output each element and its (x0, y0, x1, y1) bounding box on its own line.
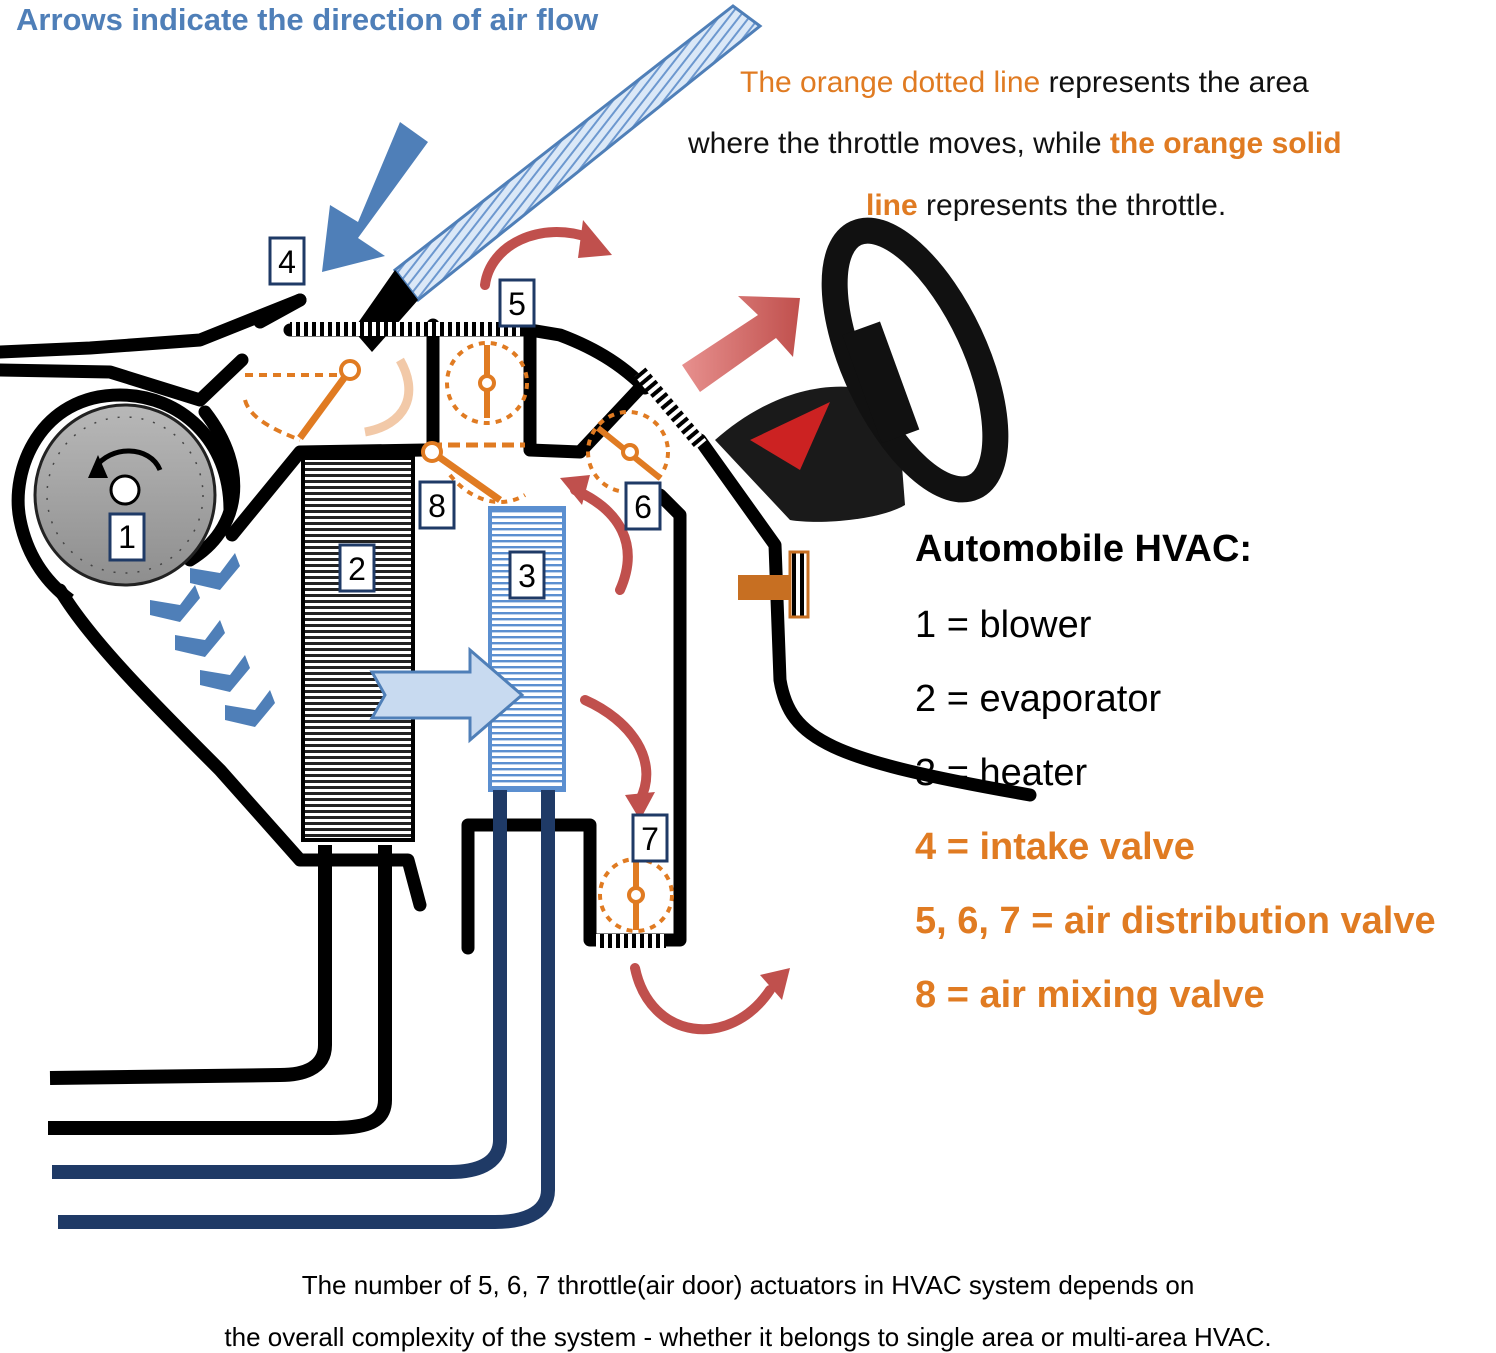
blower (33, 403, 217, 587)
grille-6 (634, 367, 707, 450)
note-line-1: The orange dotted line represents the ar… (740, 66, 1309, 100)
label-box-2: 2 (338, 543, 376, 593)
note-line-3: line represents the throttle. (866, 189, 1226, 223)
grille-floor (596, 934, 666, 948)
label-box-4: 4 (268, 236, 306, 286)
blower-airflow-chevrons (150, 553, 275, 727)
svg-text:8: 8 (428, 488, 446, 524)
pedal-bracket (738, 550, 810, 619)
svg-text:1: 1 (118, 519, 136, 555)
valve-8-throttle (421, 441, 527, 505)
label-box-7: 7 (631, 813, 669, 863)
hvac-housing (0, 293, 1037, 955)
legend-item-evaporator: 2 = evaporator (915, 678, 1162, 720)
svg-text:2: 2 (348, 551, 366, 587)
grille-top (290, 322, 522, 336)
steering-wheel (715, 217, 1009, 522)
legend-title: Automobile HVAC: (915, 528, 1253, 570)
label-box-6: 6 (624, 481, 662, 531)
valve-5-throttle (445, 341, 529, 425)
legend-item-distribution-valve: 5, 6, 7 = air distribution valve (915, 900, 1436, 942)
heater-core (488, 506, 566, 792)
legend-item-blower: 1 = blower (915, 604, 1092, 646)
footer-line-2: the overall complexity of the system - w… (224, 1322, 1272, 1352)
label-box-8: 8 (418, 480, 456, 530)
legend-item-heater: 3 = heater (915, 752, 1088, 794)
note-orange-dotted: The orange dotted line (740, 66, 1041, 99)
svg-text:6: 6 (634, 489, 652, 525)
valve-7-throttle (598, 857, 674, 933)
valve-4-throttle (243, 357, 414, 442)
valve-6-throttle (586, 410, 670, 494)
label-box-5: 5 (498, 278, 536, 328)
note-line-1-rest: represents the area (1040, 66, 1309, 99)
legend-item-mixing-valve: 8 = air mixing valve (915, 974, 1265, 1016)
svg-text:7: 7 (641, 821, 659, 857)
legend-item-intake-valve: 4 = intake valve (915, 826, 1195, 868)
label-box-3: 3 (508, 550, 546, 600)
ducts-black (48, 845, 392, 1135)
intake-filter (353, 4, 763, 352)
airflow-title: Arrows indicate the direction of air flo… (16, 2, 599, 37)
fresh-air-arrow (322, 122, 428, 272)
note-line-3-rest: represents the throttle. (917, 189, 1227, 222)
svg-text:4: 4 (278, 244, 296, 280)
label-box-1: 1 (108, 512, 146, 562)
evaporator (301, 456, 415, 842)
ducts-navy (52, 790, 555, 1229)
svg-text:5: 5 (508, 286, 526, 322)
footer-line-1: The number of 5, 6, 7 throttle(air door)… (301, 1270, 1195, 1300)
note-line-2: where the throttle moves, while the oran… (688, 127, 1342, 161)
cool-air-arrow (369, 646, 525, 744)
svg-text:3: 3 (518, 558, 536, 594)
note-orange-solid: the orange solid (1109, 127, 1342, 160)
warm-air-arrows (480, 227, 775, 1035)
defrost-arrow (682, 296, 800, 392)
note-line-2-rest: where the throttle moves, while (688, 127, 1110, 160)
note-orange-line: line (866, 189, 918, 222)
